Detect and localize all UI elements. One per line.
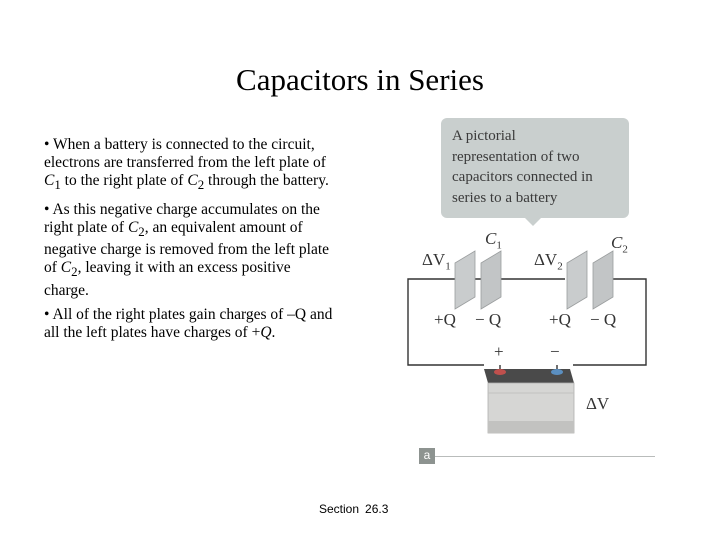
subscript: 2 [557,260,563,273]
subscript: 2 [197,177,205,193]
bullet-text: , leaving it with an excess positive cha… [44,259,291,299]
bullet-text: • As this negative charge accumulates on… [44,200,320,236]
slide-title: Capacitors in Series [236,62,484,97]
cap1-plus-q-label: +Q [434,310,456,329]
bullet-text: . [271,324,276,342]
battery-shade [488,421,574,433]
bullet-item: • When a battery is connected to the cir… [44,136,336,195]
variable: C [44,172,55,190]
figure-rule [435,456,655,457]
capacitor-plate [566,250,588,310]
cap2-plus-q-label: +Q [549,310,571,329]
battery-delta-v-label: ΔV [586,394,610,413]
variable: C [187,172,198,190]
bullet-item: • As this negative charge accumulates on… [44,201,336,300]
callout-pointer [524,217,542,226]
figure-callout: A pictorial representation of two capaci… [441,118,629,218]
callout-line: A pictorial [452,128,516,144]
cap1-minus-q-label: − Q [475,310,502,329]
capacitor-2-label: C2 [611,233,628,255]
footer-number: 26.3 [365,502,389,516]
subscript: 1 [54,177,61,193]
subscript: 1 [445,260,451,273]
label-text: ΔV [534,250,558,269]
bullet-text: to the right plate of [60,172,188,190]
label-text: C [485,229,497,248]
bullet-text: , an equivalent amount of negative charg… [44,218,330,277]
wire [573,278,647,366]
delta-v2-label: ΔV2 [534,250,563,272]
slide-footer: Section 26.3 [319,502,388,516]
capacitor-plate [592,250,614,310]
bullet-list: • When a battery is connected to the cir… [44,136,336,348]
subscript: 2 [622,243,628,256]
bullet-text: through the battery. [204,172,329,190]
battery-plus-label: + [494,342,504,361]
callout-line: series to a battery [452,189,558,206]
subscript: 2 [138,224,145,239]
variable: C [60,259,72,277]
callout-line: representation of two [452,148,580,165]
label-text: C [611,233,623,252]
cap2-minus-q-label: − Q [590,310,617,329]
delta-v1-label: ΔV1 [422,250,451,272]
subscript: 2 [71,264,78,280]
callout-text: A pictorial representation of two capaci… [452,126,593,208]
variable: Q [260,324,272,342]
minus-terminal [551,369,563,375]
capacitor-plate [454,250,476,310]
subscript: 1 [496,239,502,252]
footer-section: Section [319,502,360,516]
bullet-item: • All of the right plates gain charges o… [44,306,336,342]
capacitor-plate [480,250,502,310]
circuit-diagram [407,250,647,434]
capacitor-1-label: C1 [485,229,502,251]
figure-panel-label: a [419,448,435,464]
variable: C [127,218,139,236]
battery-minus-label: − [550,342,560,361]
label-text: ΔV [422,250,446,269]
bullet-text: • All of the right plates gain charges o… [44,305,333,342]
bullet-text: • When a battery is connected to the cir… [44,136,326,172]
callout-line: capacitors connected in [452,169,593,185]
plus-terminal [494,369,506,375]
